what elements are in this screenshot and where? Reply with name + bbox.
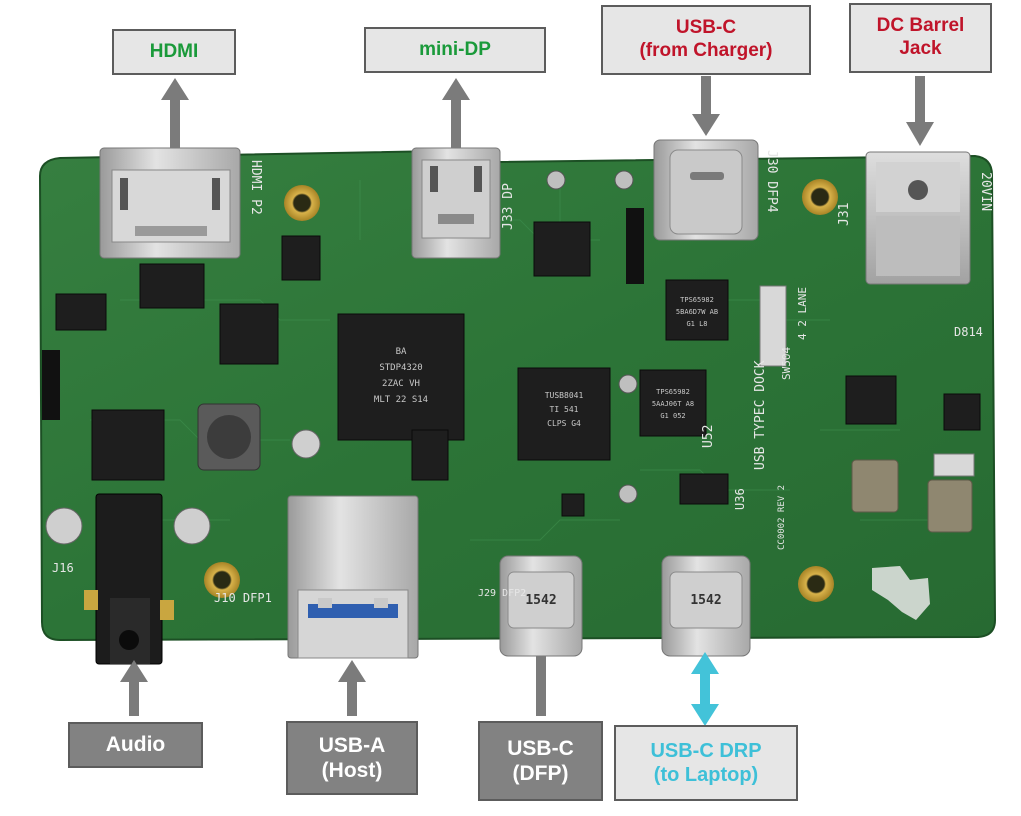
audio-jack [84, 493, 174, 665]
arrow-usbc-dfp [536, 656, 546, 716]
silk-barrel-ref: J31 [837, 203, 852, 226]
callout-usb-c-dfp: USB-C (DFP) [478, 721, 603, 801]
misc-chips [55, 221, 981, 517]
silk-dfp2-ref: J29 DFP2 [478, 588, 526, 599]
callout-usb-a-host-line-2: (Host) [321, 759, 383, 782]
callout-usb-c-dfp-line-2: (DFP) [512, 762, 569, 785]
callout-usb-c-charger-line-2: (from Charger) [639, 40, 773, 61]
usb-hub-line-2: TI 541 [550, 405, 579, 414]
usb-hub-line-1: TUSB8041 [545, 391, 584, 400]
callout-usb-c-drp-line-2: (to Laptop) [653, 764, 759, 786]
main-soc-line-1: BA [396, 347, 407, 357]
usbc-drp-connector: 1542 [661, 555, 751, 657]
callout-usb-a-host: USB-A (Host) [286, 721, 418, 795]
arrow-usbc-drp [691, 652, 719, 726]
usbc-drp-marking: 1542 [690, 593, 721, 608]
callout-mini-dp: mini-DP [364, 27, 546, 73]
pd-ctrl2-line-2: 5BA6D7W AB [676, 308, 718, 316]
callout-dc-barrel-jack-line-1: DC Barrel [876, 15, 965, 37]
arrow-audio [120, 660, 148, 716]
silk-charger-ref: J30 DFP4 [764, 150, 779, 213]
pd-ctrl2-line-3: G1 L8 [686, 320, 707, 328]
usbc-dfp-marking: 1542 [525, 593, 556, 608]
usbc-charger-connector [653, 139, 759, 241]
silk-hdmi-ref: HDMI P2 [248, 160, 263, 215]
main-soc-line-4: MLT 22 S14 [374, 395, 428, 405]
callout-audio-line-1: Audio [105, 733, 166, 757]
silk-u36: U36 [733, 488, 747, 510]
pin-headers [42, 170, 975, 504]
arrow-hdmi [161, 78, 189, 148]
arrow-dc-barrel [906, 76, 934, 146]
silk-usba-ref: J10 DFP1 [214, 591, 272, 605]
callout-usb-c-charger-line-1: USB-C [675, 17, 737, 39]
silk-diode-ref: D814 [954, 325, 983, 339]
callout-usb-c-drp-line-1: USB-C DRP [650, 740, 762, 762]
silk-ufp-ref: U52 [701, 425, 716, 448]
callout-hdmi: HDMI [112, 29, 236, 75]
callout-audio: Audio [68, 722, 203, 768]
callout-hdmi-line-1: HDMI [149, 40, 199, 62]
callout-usb-c-dfp-line-1: USB-C [507, 736, 574, 760]
pd-ctrl-line-1: TPS65982 [656, 388, 690, 396]
callout-dc-barrel-jack: DC Barrel Jack [849, 3, 992, 73]
electrolytic-capacitors [45, 429, 321, 545]
silk-audio-ref: J16 [52, 561, 74, 575]
arrow-usbc-charger [692, 76, 720, 136]
silk-voltage: 20VIN [978, 172, 993, 211]
main-soc-line-3: 2ZAC VH [382, 379, 420, 389]
main-soc-chip: BA STDP4320 2ZAC VH MLT 22 S14 [337, 313, 465, 441]
arrow-mini-dp [442, 78, 470, 148]
pd-ctrl-line-2: 5AAJ06T A8 [652, 400, 694, 408]
inductors [197, 403, 973, 533]
silk-board-name: USB TYPEC DOCK [753, 360, 768, 470]
ti-logo [872, 566, 930, 620]
callout-arrows [120, 76, 934, 726]
usbc-dfp-connector: 1542 [499, 555, 583, 657]
callout-usb-c-charger: USB-C (from Charger) [601, 5, 811, 75]
callout-usb-a-host-line-1: USB-A [318, 733, 386, 757]
callout-mini-dp-line-1: mini-DP [419, 38, 491, 60]
pd-ctrl-line-3: G1 052 [660, 412, 685, 420]
hdmi-connector [99, 147, 241, 259]
pd-controller-chip-2: TPS65982 5BA6D7W AB G1 L8 [665, 279, 729, 341]
mini-dp-connector [411, 147, 501, 259]
silk-rev: CC0002 REV 2 [777, 485, 787, 550]
silk-minidp-ref: J33 DP [501, 183, 516, 230]
pd-controller-chip: TPS65982 5AAJ06T A8 G1 052 [639, 369, 707, 437]
pd-ctrl2-line-1: TPS65982 [680, 296, 714, 304]
usb-a-connector [287, 495, 419, 659]
silk-lane: 4 2 LANE [796, 287, 809, 340]
callout-usb-c-drp: USB-C DRP (to Laptop) [614, 725, 798, 801]
mounting-holes [204, 179, 838, 602]
dc-barrel-jack [865, 151, 971, 285]
usb-hub-line-3: CLPS G4 [547, 419, 581, 428]
usb-hub-chip: TUSB8041 TI 541 CLPS G4 [517, 367, 611, 461]
arrow-usb-a [338, 660, 366, 716]
callout-dc-barrel-jack-line-2: Jack [899, 38, 942, 59]
silk-switch-ref: SW504 [780, 347, 793, 380]
main-soc-line-2: STDP4320 [379, 363, 422, 373]
